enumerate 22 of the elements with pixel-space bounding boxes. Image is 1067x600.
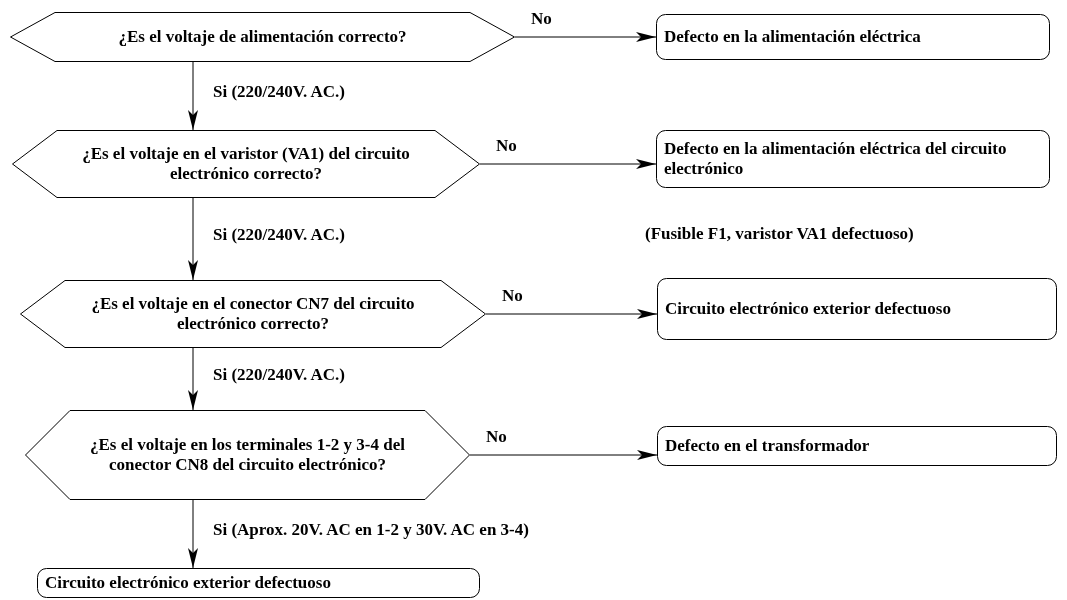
result-box: Circuito electrónico exterior defectuoso — [37, 568, 480, 598]
edge-label: Si (220/240V. AC.) — [211, 82, 347, 102]
arrow — [188, 347, 198, 411]
edge-label: Si (Aprox. 20V. AC en 1-2 y 30V. AC en 3-4) — [211, 520, 531, 540]
arrow — [188, 499, 198, 569]
arrow — [188, 197, 198, 281]
result-box: Defecto en el transformador — [657, 426, 1057, 466]
result-box: Defecto en la alimentación eléctrica — [656, 14, 1050, 60]
arrow — [479, 159, 657, 169]
result-box: Defecto en la alimentación eléctrica del circuito electrónico — [656, 130, 1050, 188]
decision-hexagon: ¿Es el voltaje de alimentación correcto? — [10, 12, 515, 62]
edge-label: Si (220/240V. AC.) — [211, 365, 347, 385]
arrow — [469, 450, 658, 460]
arrow — [485, 309, 658, 319]
decision-hexagon: ¿Es el voltaje en el varistor (VA1) del circuito electrónico correcto? — [12, 130, 480, 198]
arrow — [514, 32, 657, 42]
arrow — [188, 61, 198, 131]
decision-hexagon: ¿Es el voltaje en el conector CN7 del circuito electrónico correcto? — [20, 280, 486, 348]
decision-hexagon: ¿Es el voltaje en los terminales 1-2 y 3-4 del conector CN8 del circuito electrónico? — [25, 410, 470, 500]
edge-label: Si (220/240V. AC.) — [211, 225, 347, 245]
result-box: Circuito electrónico exterior defectuoso — [657, 278, 1057, 340]
note-text: (Fusible F1, varistor VA1 defectuoso) — [645, 224, 914, 244]
